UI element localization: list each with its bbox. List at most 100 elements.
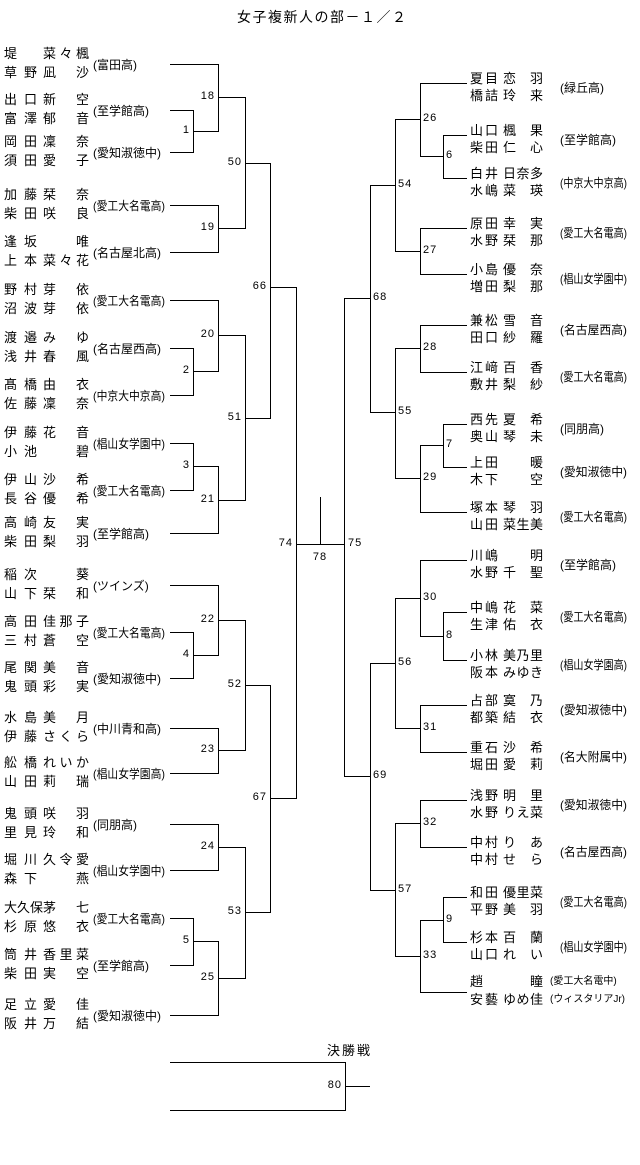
player-name-right-5: 増田梨那 xyxy=(470,279,543,294)
player-name-right-1: 橋詰玲来 xyxy=(470,88,543,103)
match-number-69: 69 xyxy=(373,769,388,781)
match-number-23: 23 xyxy=(200,743,215,755)
player-name-left-15: 水島美月 xyxy=(4,710,89,725)
player-name-right-17: 中村りあ xyxy=(470,835,543,850)
player-name-right-4: 原田幸実 xyxy=(470,216,543,231)
player-name-left-11: 柴田梨羽 xyxy=(4,534,89,549)
match-number-25: 25 xyxy=(200,971,215,983)
match-number-56: 56 xyxy=(398,656,413,668)
match-number-2: 2 xyxy=(182,364,190,376)
player-name-right-8: 奥山琴未 xyxy=(470,429,543,444)
player-name-right-14: 占部寞乃 xyxy=(470,693,543,708)
school-right-16: (愛知淑徳中) xyxy=(560,798,627,812)
player-name-right-6: 兼松雪音 xyxy=(470,313,543,328)
player-name-right-15: 重石沙希 xyxy=(470,740,543,755)
player-name-right-18: 和田優里菜 xyxy=(470,885,543,900)
school-right-8: (同朋高) xyxy=(560,422,604,436)
player-name-left-10: 伊山沙希 xyxy=(4,472,89,487)
match-number-3: 3 xyxy=(182,459,190,471)
school-left-1: (富田高) xyxy=(93,58,137,72)
player-name-left-8: 髙橋由衣 xyxy=(4,377,89,392)
match-number-6: 6 xyxy=(446,149,454,161)
player-name-right-10: 塚本琴羽 xyxy=(470,500,543,515)
school-right-4: (愛工大名電高) xyxy=(560,226,628,240)
match-number-32: 32 xyxy=(423,816,438,828)
match-number-67: 67 xyxy=(252,791,267,803)
match-number-66: 66 xyxy=(252,280,267,292)
match-number-29: 29 xyxy=(423,471,438,483)
match-number-78: 78 xyxy=(312,551,328,563)
player-name-left-13: 三村蒼空 xyxy=(4,633,89,648)
player-name-right-8: 西先夏希 xyxy=(470,412,543,427)
school-right-18: (愛工大名電高) xyxy=(560,895,628,909)
player-name-left-5: 逢坂唯 xyxy=(4,234,89,249)
match-number-26: 26 xyxy=(423,112,438,124)
school-left-17: (同朋高) xyxy=(93,818,137,832)
player-name-right-13: 小林美乃里 xyxy=(470,648,543,663)
school-left-15: (中川青和高) xyxy=(93,722,161,736)
player-name-left-12: 山下栞和 xyxy=(4,586,89,601)
player-name-right-11: 川嶋明 xyxy=(470,548,543,563)
player-name-left-14: 鬼頭彩実 xyxy=(4,679,89,694)
player-name-left-13: 高田佳那子 xyxy=(4,614,89,629)
school-right-15: (名大附属中) xyxy=(560,750,627,764)
player-name-left-4: 加藤栞奈 xyxy=(4,187,89,202)
player-name-left-3: 岡田凜奈 xyxy=(4,134,89,149)
school-left-2: (至学館高) xyxy=(93,104,149,118)
player-name-right-15: 堀田愛莉 xyxy=(470,757,543,772)
match-number-33: 33 xyxy=(423,949,438,961)
page-title: 女子複新人の部－１／２ xyxy=(237,9,408,25)
player-name-left-6: 野村芽依 xyxy=(4,282,89,297)
match-number-24: 24 xyxy=(200,840,215,852)
school-left-5: (名古屋北高) xyxy=(93,246,161,260)
player-name-right-4: 水野栞那 xyxy=(470,233,543,248)
school-left-13: (愛工大名電高) xyxy=(93,626,165,640)
school-right-3: (中京大中京高) xyxy=(560,176,628,190)
school-left-3: (愛知淑徳中) xyxy=(93,146,161,160)
match-number-51: 51 xyxy=(227,411,242,423)
match-number-55: 55 xyxy=(398,405,413,417)
school-right-6: (名古屋西高) xyxy=(560,323,627,337)
school-right-10: (愛工大名電高) xyxy=(560,510,628,524)
match-number-18: 18 xyxy=(200,90,215,102)
player-name-left-3: 須田愛子 xyxy=(4,153,89,168)
player-name-left-15: 伊藤さくら xyxy=(4,729,89,744)
school-right-14: (愛知淑徳中) xyxy=(560,703,627,717)
player-name-left-8: 佐藤凜奈 xyxy=(4,396,89,411)
player-name-left-10: 長谷優希 xyxy=(4,491,89,506)
school-left-7: (名古屋西高) xyxy=(93,342,161,356)
match-number-75: 75 xyxy=(348,537,363,549)
player-name-right-9: 木下空 xyxy=(470,472,543,487)
player-name-left-21: 阪井万結 xyxy=(4,1016,89,1031)
school-left-21: (愛知淑徳中) xyxy=(93,1009,161,1023)
player-name-right-2: 柴田仁心 xyxy=(470,140,543,155)
school-left-18: (椙山女学園中) xyxy=(93,864,165,878)
player-name-right-3: 白井日奈多 xyxy=(470,166,543,181)
player-name-right-6: 田口紗羅 xyxy=(470,330,543,345)
player-name-right-18: 平野美羽 xyxy=(470,902,543,917)
player-name-left-7: 渡邉みゆ xyxy=(4,330,89,345)
player-name-right-12: 中嶋花菜 xyxy=(470,600,543,615)
school-left-9: (椙山女学園中) xyxy=(93,437,165,451)
player-name-right-16: 水野りえ菜 xyxy=(470,805,543,820)
player-name-right-14: 都築結衣 xyxy=(470,710,543,725)
player-name-left-19: 杉原悠衣 xyxy=(4,919,89,934)
player-name-left-17: 鬼頭咲羽 xyxy=(4,806,89,821)
player-name-right-13: 阪本みゆき xyxy=(470,665,543,680)
match-number-53: 53 xyxy=(227,905,242,917)
player-name-right-1: 夏目恋羽 xyxy=(470,71,543,86)
school-left-20: (至学館高) xyxy=(93,959,149,973)
match-number-8: 8 xyxy=(446,629,454,641)
player-name-left-16: 山田莉瑞 xyxy=(4,774,89,789)
match-number-22: 22 xyxy=(200,613,215,625)
player-name-left-20: 筒井香里菜 xyxy=(4,947,89,962)
player-name-right-3: 水嶋菜瑛 xyxy=(470,183,543,198)
school-left-8: (中京大中京高) xyxy=(93,389,165,403)
player-name-left-21: 足立愛佳 xyxy=(4,997,89,1012)
match-number-52: 52 xyxy=(227,678,242,690)
school-right-19: (椙山女学園中) xyxy=(560,940,628,954)
match-number-30: 30 xyxy=(423,591,438,603)
player-name-right-19: 杉本百蘭 xyxy=(470,930,543,945)
